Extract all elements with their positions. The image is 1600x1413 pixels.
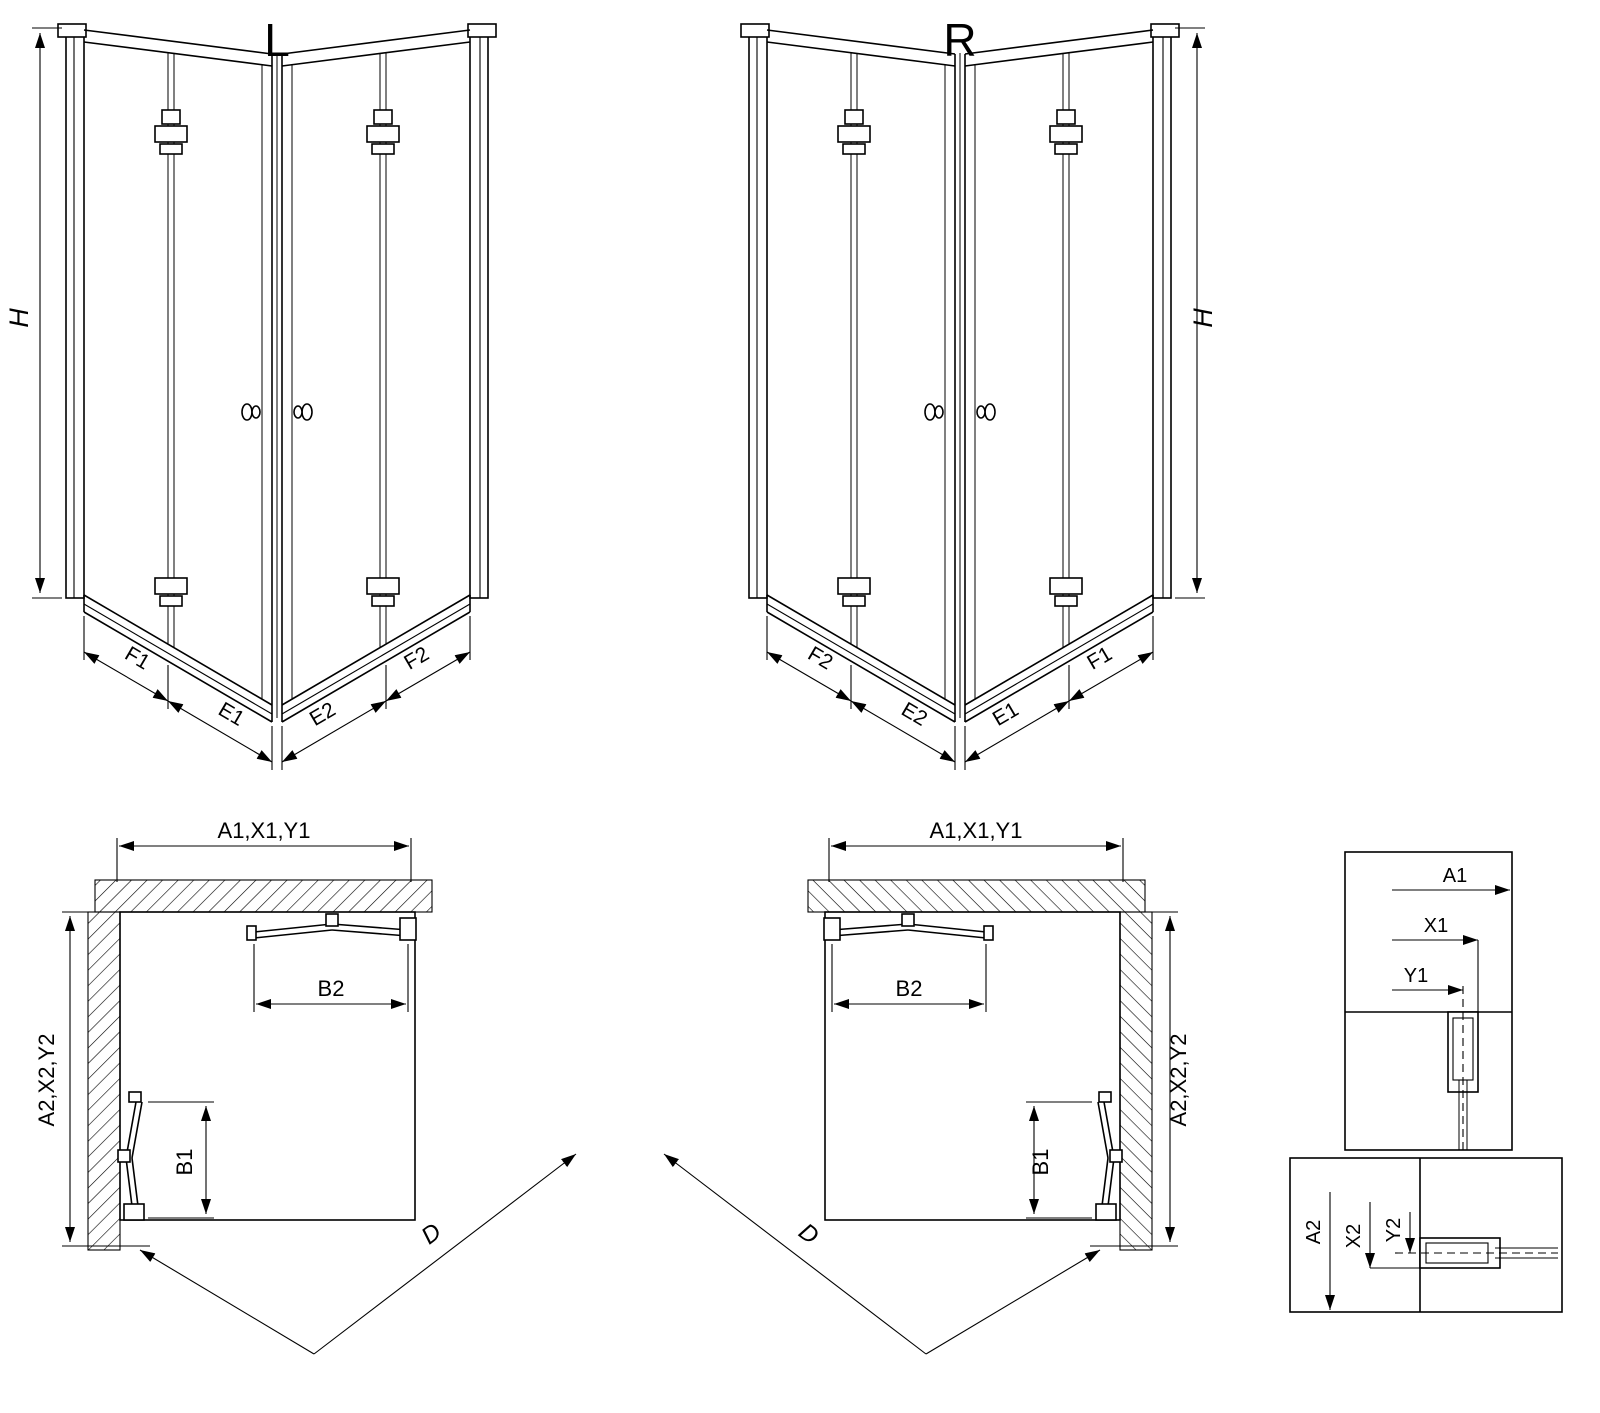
dim-label-e2-left: E2 bbox=[306, 698, 340, 731]
dim-label-b2-left: B2 bbox=[318, 976, 345, 1001]
detail-label-a2: A2 bbox=[1303, 1220, 1325, 1244]
dim-label-b2-right: B2 bbox=[896, 976, 923, 1001]
variant-label-left: L bbox=[264, 14, 290, 66]
dim-label-e2-right: E2 bbox=[897, 698, 931, 731]
dim-label-f1-right: F1 bbox=[1083, 642, 1116, 674]
dim-label-f1-left: F1 bbox=[121, 642, 154, 674]
detail-label-y2: Y2 bbox=[1383, 1218, 1405, 1242]
dim-label-h-right: H bbox=[1188, 308, 1218, 328]
dim-label-f2-left: F2 bbox=[400, 642, 433, 674]
dim-label-a2x2y2-right: A2,X2,Y2 bbox=[1166, 1034, 1191, 1127]
dim-label-d-right: D bbox=[793, 1218, 823, 1250]
variant-label-right: R bbox=[943, 14, 976, 66]
plan-view-left bbox=[62, 838, 576, 1354]
dim-label-a2x2y2-left: A2,X2,Y2 bbox=[34, 1034, 59, 1127]
detail-label-x2: X2 bbox=[1343, 1224, 1365, 1248]
dim-label-f2-right: F2 bbox=[804, 642, 837, 674]
dim-label-a1x1y1-right: A1,X1,Y1 bbox=[930, 818, 1023, 843]
dim-label-h-left: H bbox=[4, 308, 34, 328]
dim-label-a1x1y1-left: A1,X1,Y1 bbox=[218, 818, 311, 843]
dim-label-e1-right: E1 bbox=[989, 698, 1023, 731]
detail-horizontal bbox=[1345, 852, 1512, 1150]
dim-label-e1-left: E1 bbox=[214, 698, 248, 731]
dim-label-b1-right: B1 bbox=[1028, 1149, 1053, 1176]
detail-vertical bbox=[1290, 1158, 1562, 1312]
dim-label-b1-left: B1 bbox=[172, 1149, 197, 1176]
dim-label-d-left: D bbox=[416, 1218, 446, 1250]
detail-label-y1: Y1 bbox=[1404, 965, 1428, 987]
plan-view-right bbox=[664, 838, 1178, 1354]
detail-label-a1: A1 bbox=[1443, 865, 1467, 887]
detail-label-x1: X1 bbox=[1424, 915, 1448, 937]
